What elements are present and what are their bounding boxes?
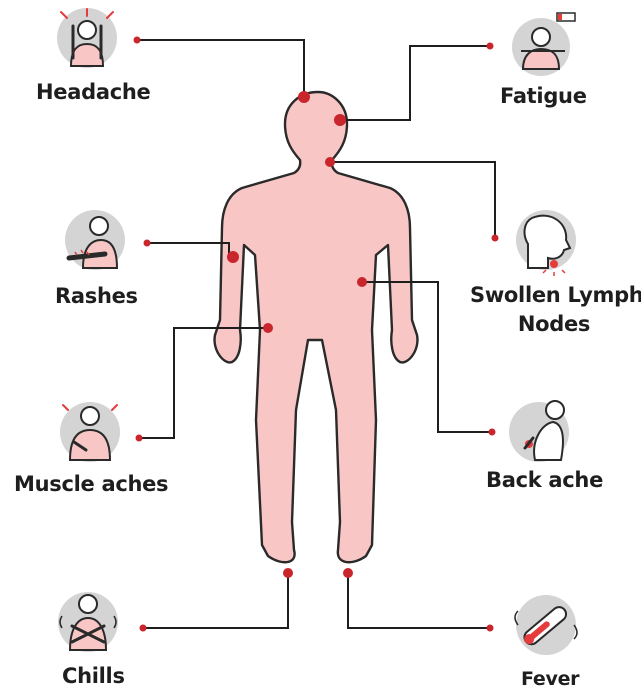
person-back-pain-icon bbox=[60, 402, 120, 462]
marker-fatigue bbox=[334, 114, 346, 126]
connector-chills bbox=[143, 573, 288, 628]
dot-back bbox=[489, 429, 496, 436]
label-muscle-aches: Muscle aches bbox=[14, 472, 168, 496]
label-fever: Fever bbox=[521, 668, 579, 690]
marker-back bbox=[357, 277, 367, 287]
connector-fever bbox=[348, 573, 490, 628]
tired-person-low-battery-icon bbox=[512, 13, 575, 76]
marker-fever bbox=[343, 568, 353, 578]
marker-chills bbox=[283, 568, 293, 578]
dot-lymph bbox=[492, 235, 499, 242]
label-back-ache: Back ache bbox=[486, 468, 603, 492]
person-holding-head-icon bbox=[57, 8, 117, 68]
dot-headache bbox=[134, 37, 141, 44]
marker-lymph bbox=[325, 157, 335, 167]
label-fatigue: Fatigue bbox=[500, 84, 587, 108]
neck-lymph-node-icon bbox=[516, 210, 576, 276]
label-swollen-lymph-line1: Swollen Lymph bbox=[470, 283, 638, 307]
marker-headache bbox=[298, 91, 310, 103]
label-chills: Chills bbox=[62, 664, 125, 688]
label-swollen-lymph-line2: Nodes bbox=[470, 312, 638, 336]
dot-fatigue bbox=[487, 43, 494, 50]
connector-rashes bbox=[147, 243, 229, 255]
dot-muscle bbox=[136, 435, 143, 442]
marker-muscle bbox=[263, 323, 273, 333]
person-holding-back-icon bbox=[509, 401, 569, 462]
connector-headache bbox=[137, 40, 304, 95]
dot-rashes bbox=[144, 240, 151, 247]
person-shivering-icon bbox=[58, 592, 118, 652]
label-headache: Headache bbox=[36, 80, 150, 104]
dot-fever bbox=[487, 625, 494, 632]
person-scratching-arm-icon bbox=[65, 210, 125, 270]
marker-rashes bbox=[227, 251, 239, 263]
connector-fatigue bbox=[340, 46, 490, 120]
label-rashes: Rashes bbox=[55, 284, 138, 308]
thermometer-icon bbox=[515, 595, 577, 655]
dot-chills bbox=[140, 625, 147, 632]
connector-muscle-aches bbox=[139, 328, 268, 438]
